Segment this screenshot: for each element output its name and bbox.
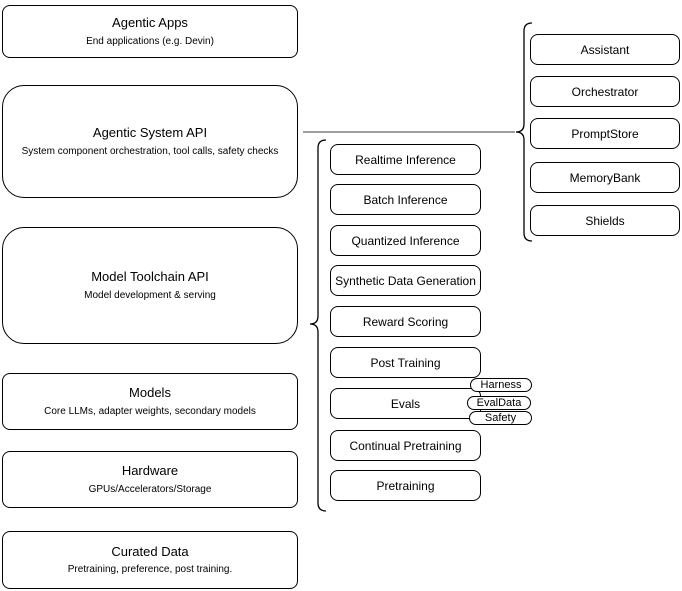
node-realtime-inference: Realtime Inference (330, 144, 481, 175)
tag-label: Safety (484, 411, 517, 424)
node-model-toolchain-api: Model Toolchain API Model development & … (2, 227, 298, 344)
node-models: Models Core LLMs, adapter weights, secon… (2, 373, 298, 430)
node-continual-pretraining: Continual Pretraining (330, 430, 481, 461)
node-post-training: Post Training (330, 347, 481, 378)
node-memorybank: MemoryBank (530, 162, 680, 193)
node-title: Models (129, 385, 171, 401)
node-label: Orchestrator (571, 84, 639, 99)
node-label: PromptStore (571, 126, 639, 141)
node-promptstore: PromptStore (530, 118, 680, 149)
node-subtitle: Pretraining, preference, post training. (67, 564, 233, 576)
node-agentic-system-api: Agentic System API System component orch… (2, 85, 298, 198)
node-synthetic-data-generation: Synthetic Data Generation (330, 265, 481, 296)
node-subtitle: Model development & serving (84, 289, 216, 301)
tag-label: Harness (480, 378, 522, 391)
tag-label: EvalData (476, 396, 522, 409)
node-batch-inference: Batch Inference (330, 184, 481, 215)
node-title: Hardware (121, 463, 179, 479)
node-label: Continual Pretraining (349, 438, 462, 453)
node-hardware: Hardware GPUs/Accelerators/Storage (2, 451, 298, 508)
node-orchestrator: Orchestrator (530, 76, 680, 107)
node-assistant: Assistant (530, 34, 680, 65)
tag-evaldata: EvalData (467, 396, 531, 410)
node-label: Pretraining (376, 478, 435, 493)
node-label: Realtime Inference (355, 152, 456, 167)
node-title: Model Toolchain API (91, 269, 209, 285)
node-label: Reward Scoring (362, 314, 449, 329)
node-title: Curated Data (111, 543, 189, 559)
node-quantized-inference: Quantized Inference (330, 225, 481, 256)
node-pretraining: Pretraining (330, 470, 481, 501)
tag-harness: Harness (470, 378, 532, 392)
toolchain-brace (309, 139, 327, 512)
node-title: Agentic System API (92, 125, 208, 141)
node-shields: Shields (530, 205, 680, 236)
node-subtitle: Core LLMs, adapter weights, secondary mo… (44, 405, 256, 417)
node-label: Quantized Inference (351, 233, 460, 248)
node-curated-data: Curated Data Pretraining, preference, po… (2, 531, 298, 589)
node-label: Batch Inference (363, 192, 448, 207)
node-reward-scoring: Reward Scoring (330, 306, 481, 337)
node-agentic-apps: Agentic Apps End applications (e.g. Devi… (2, 5, 298, 58)
node-label: Post Training (370, 355, 441, 370)
node-subtitle: GPUs/Accelerators/Storage (88, 483, 212, 495)
node-label: Assistant (580, 42, 630, 57)
node-label: Evals (390, 396, 421, 411)
node-label: Synthetic Data Generation (335, 273, 476, 288)
tag-safety: Safety (469, 411, 532, 425)
node-label: MemoryBank (569, 170, 641, 185)
node-subtitle: System component orchestration, tool cal… (21, 145, 279, 157)
node-title: Agentic Apps (112, 15, 188, 31)
node-subtitle: End applications (e.g. Devin) (86, 35, 214, 47)
node-label: Shields (585, 213, 625, 228)
node-evals: Evals (330, 388, 481, 419)
